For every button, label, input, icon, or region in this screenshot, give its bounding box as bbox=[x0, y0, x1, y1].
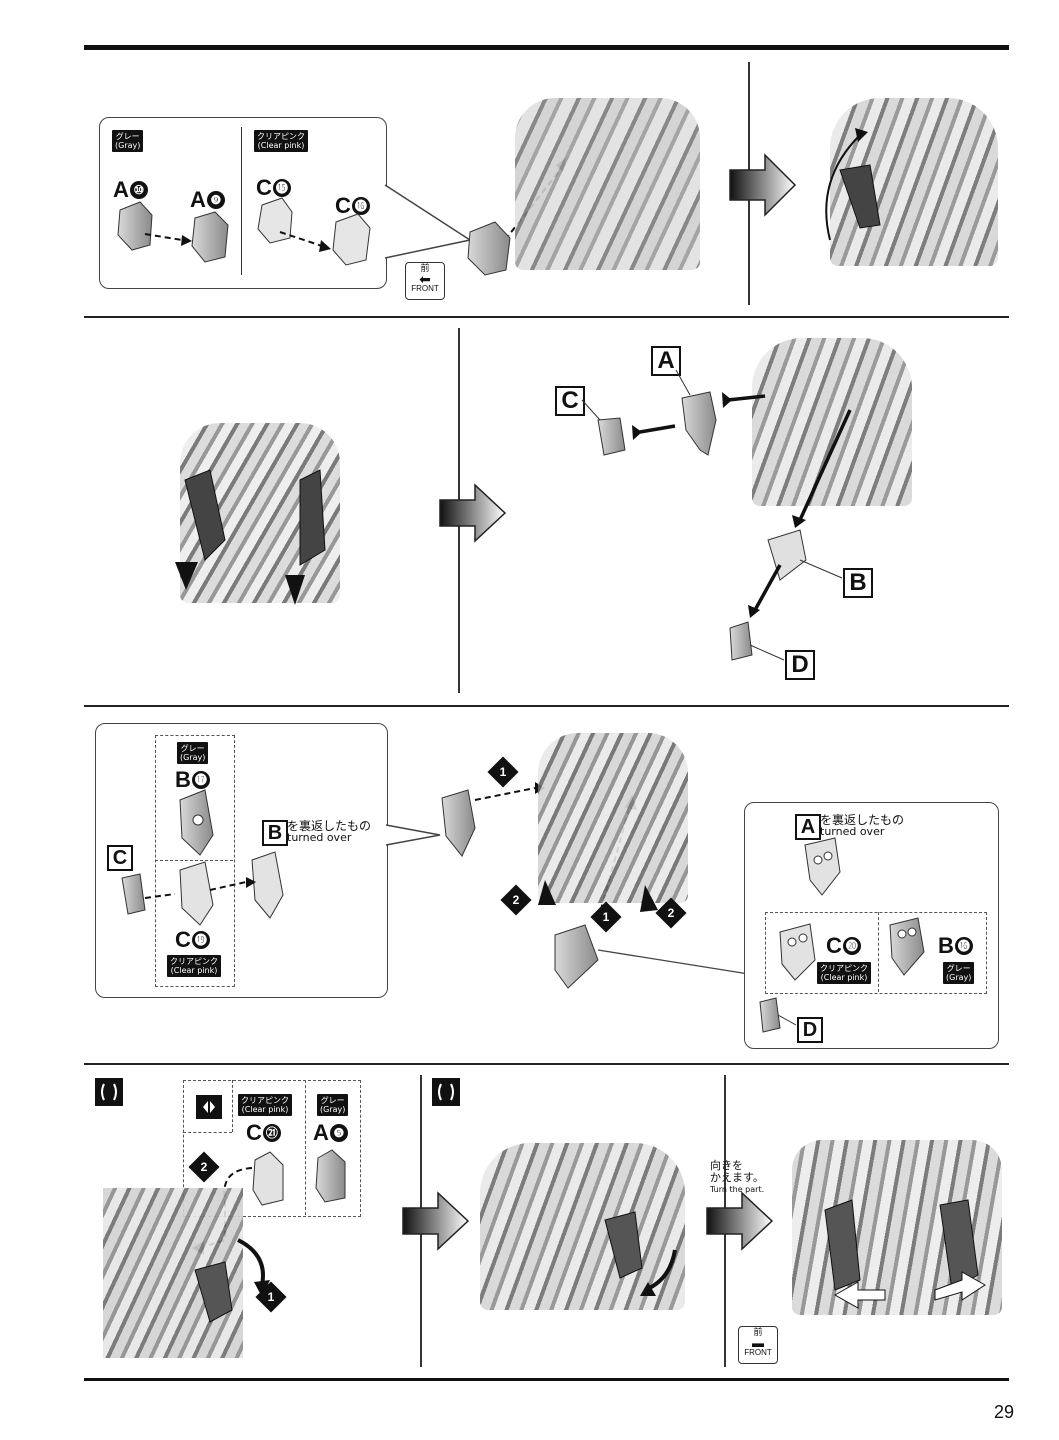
part-box-b-turned: B bbox=[262, 820, 288, 846]
part-box-c-left: C bbox=[107, 845, 133, 871]
step3-right-callout bbox=[744, 802, 999, 1049]
part-box-d: D bbox=[785, 650, 815, 680]
page-number: 29 bbox=[994, 1402, 1015, 1422]
section-divider-3 bbox=[84, 1063, 1009, 1065]
clear-pink-tag: クリアピンク(Clear pink) bbox=[254, 130, 308, 152]
clear-pink-tag-c21: クリアピンク(Clear pink) bbox=[238, 1094, 292, 1116]
clear-pink-tag-c19: クリアピンク(Clear pink) bbox=[167, 955, 221, 977]
step4-dashed-split-2 bbox=[232, 1080, 233, 1132]
step3-right-dashed-group bbox=[765, 912, 987, 994]
step4-dashed-split bbox=[305, 1080, 306, 1215]
step1-callout-divider bbox=[241, 127, 242, 275]
part-box-d-right: D bbox=[797, 1017, 823, 1043]
gray-tag-a5: グレー(Gray) bbox=[317, 1094, 349, 1116]
section-divider-1 bbox=[84, 316, 1009, 318]
clear-pink-tag-c20: クリアピンク(Clear pink) bbox=[817, 962, 871, 984]
step4-dashed-group bbox=[183, 1080, 361, 1217]
step1-callout bbox=[99, 117, 387, 289]
gray-tag-b16: グレー(Gray) bbox=[943, 962, 975, 984]
section-divider-2 bbox=[84, 705, 1009, 707]
part-box-c: C bbox=[555, 386, 585, 416]
step4-dashed-split-3 bbox=[183, 1132, 232, 1133]
step3-dashed-group bbox=[155, 735, 235, 987]
turn-part-note: 向きを かえます。 Turn the part. bbox=[710, 1159, 765, 1195]
step2-body-figure bbox=[752, 338, 912, 506]
step3-right-dashed-split bbox=[878, 912, 879, 992]
step4-mecha-figure-center bbox=[480, 1143, 685, 1310]
gray-tag-b17: グレー(Gray) bbox=[177, 742, 209, 764]
front-indicator-step4: 前 ▬ FRONT bbox=[738, 1326, 778, 1364]
part-box-a-turned: A bbox=[795, 814, 821, 840]
front-indicator: 前 ⬅ FRONT bbox=[405, 262, 445, 300]
step3-dashed-split bbox=[155, 860, 233, 861]
gray-tag: グレー(Gray) bbox=[112, 130, 144, 152]
step3-mecha-figure bbox=[538, 733, 688, 903]
bottom-rule bbox=[84, 1378, 1009, 1381]
part-box-b: B bbox=[843, 568, 873, 598]
step3-left-callout bbox=[95, 723, 388, 998]
top-rule bbox=[84, 45, 1009, 50]
step1-mecha-figure bbox=[515, 98, 700, 270]
